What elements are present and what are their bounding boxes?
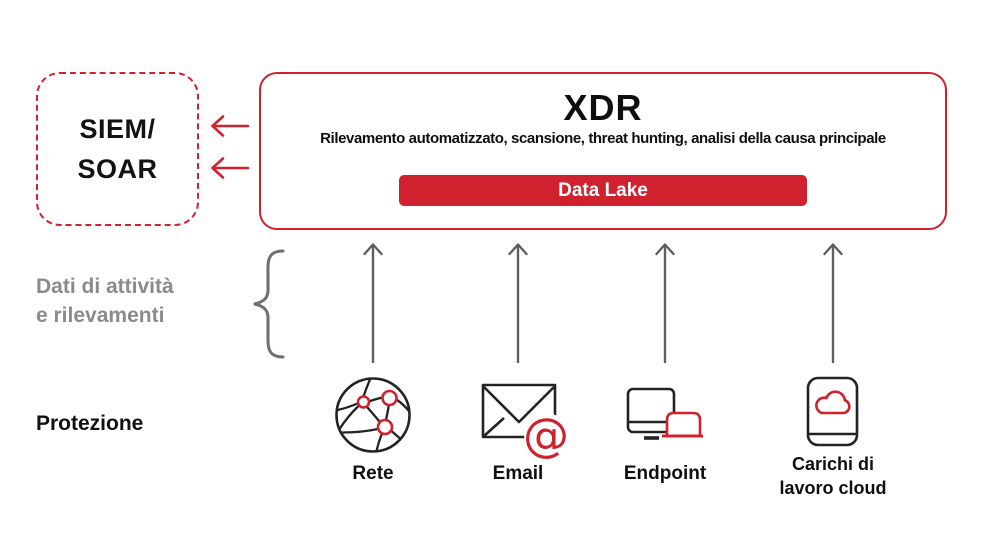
source-label-endpoint: Endpoint [623,463,707,484]
cloud-workload-icon [806,376,859,447]
activity-data-label: Dati di attività e rilevamenti [36,272,174,330]
xdr-box: XDR Rilevamento automatizzato, scansione… [259,72,947,230]
data-lake-bar: Data Lake [399,175,807,206]
source-label-cloud-workloads: Carichi di lavoro cloud [779,454,887,498]
endpoint-devices-icon [626,387,703,440]
source-label-email: Email [492,463,544,484]
siem-label-line1: SIEM/ [79,114,156,144]
xdr-to-siem-arrows-icon [211,115,250,179]
siem-label-line2: SOAR [77,154,158,184]
email-up-arrow-icon [508,243,528,363]
activity-data-line2: e rilevamenti [36,304,165,327]
source-label-rete: Rete [352,463,394,484]
xdr-subtitle: Rilevamento automatizzato, scansione, th… [320,130,886,147]
rete-up-arrow-icon [363,243,383,363]
siem-soar-box: SIEM/ SOAR [36,72,199,226]
email-at-icon: @ [481,383,569,461]
activity-brace-icon [253,249,285,359]
protection-label: Protezione [36,412,144,435]
at-symbol: @ [523,408,569,461]
cloud-up-arrow-icon [823,243,843,363]
data-lake-label: Data Lake [558,180,648,201]
network-globe-icon [335,377,411,453]
xdr-title: XDR [563,87,643,128]
activity-data-line1: Dati di attività [36,275,174,298]
endpoint-up-arrow-icon [655,243,675,363]
